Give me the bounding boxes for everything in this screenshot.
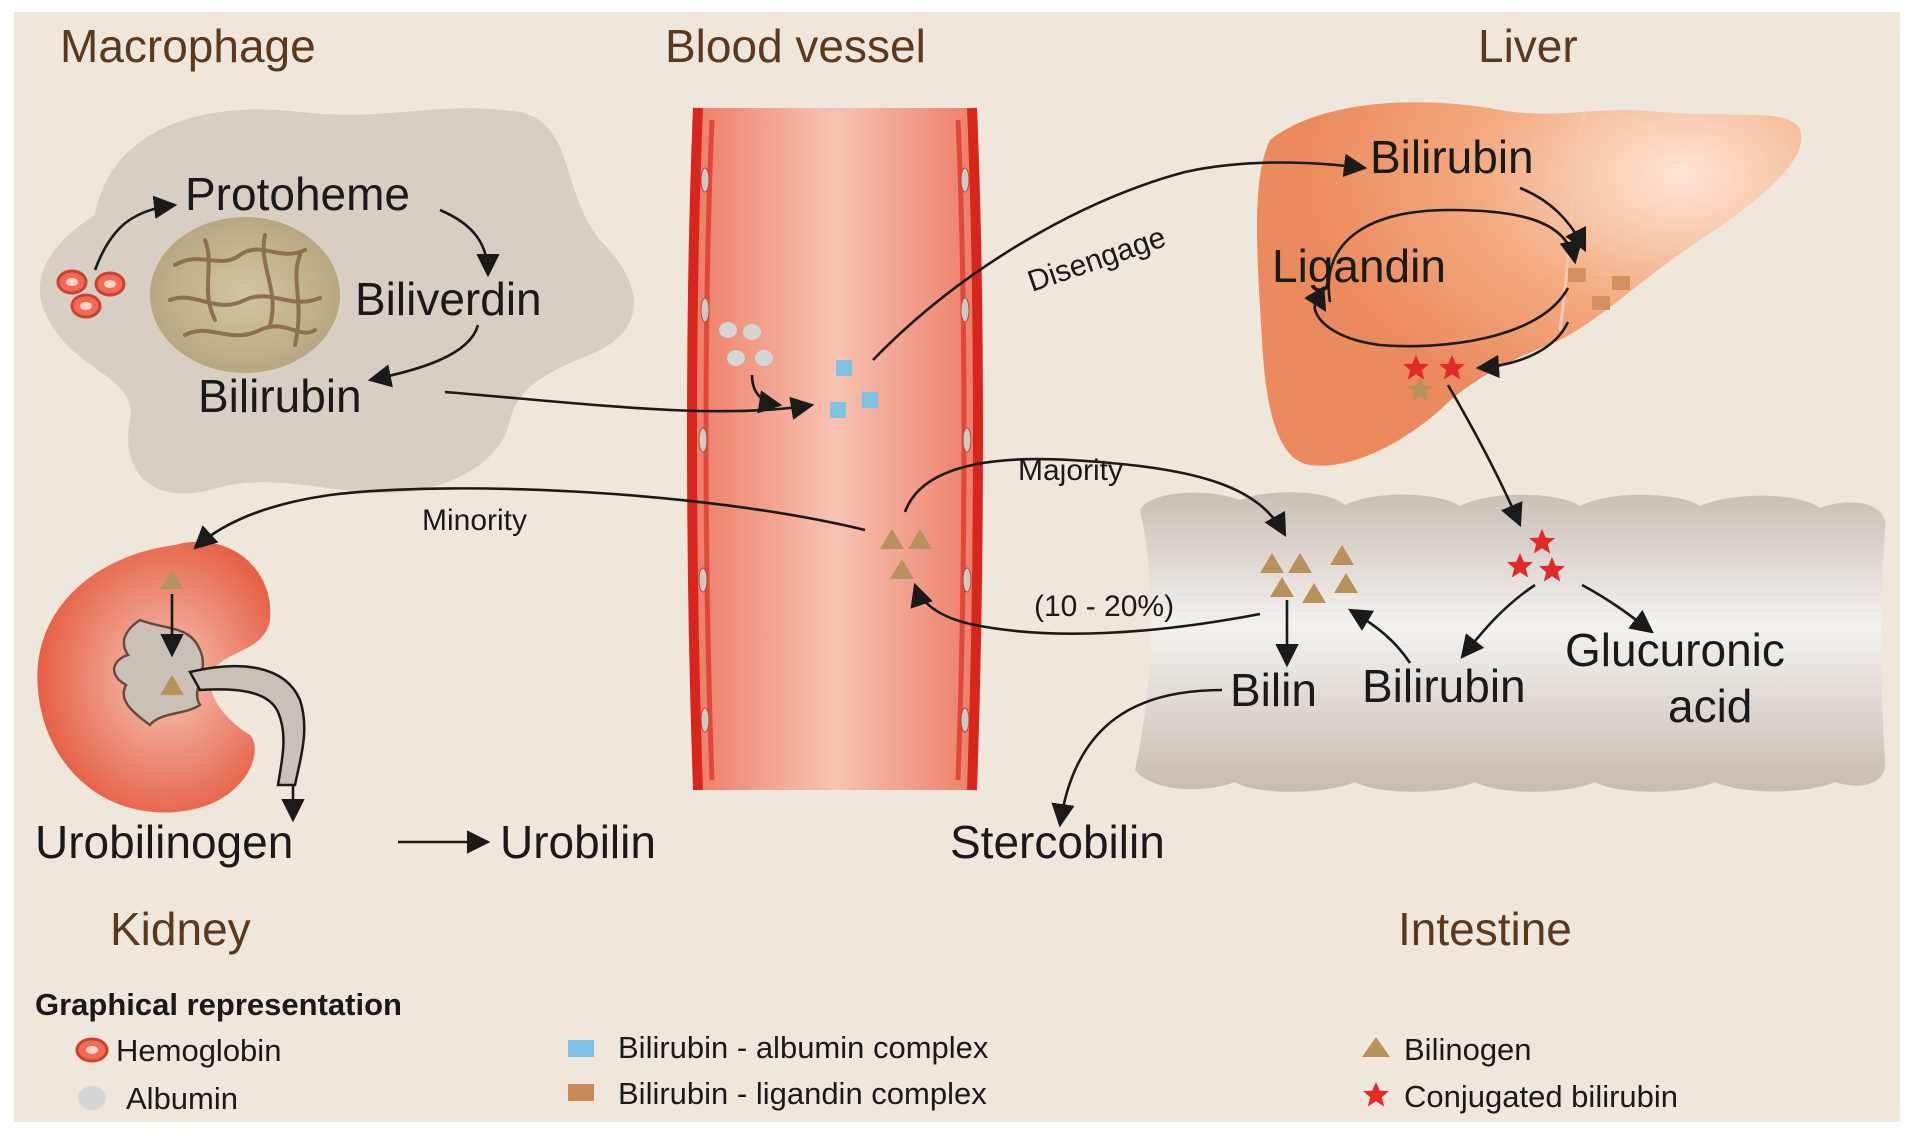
label-percent: (10 - 20%) — [1034, 590, 1174, 623]
albumin-cluster — [719, 322, 773, 366]
legend-bilinogen: Bilinogen — [1404, 1032, 1532, 1067]
legend-heading: Graphical representation — [35, 987, 402, 1022]
label-protoheme: Protoheme — [185, 168, 410, 220]
legend-albumin-complex: Bilirubin - albumin complex — [618, 1030, 989, 1065]
label-ligandin: Ligandin — [1272, 240, 1446, 292]
intestine-organ — [1135, 492, 1886, 792]
label-urobilinogen: Urobilinogen — [35, 816, 293, 868]
label-urobilin: Urobilin — [500, 816, 656, 868]
title-blood-vessel: Blood vessel — [665, 20, 926, 72]
nucleus-chromatin — [168, 233, 322, 347]
ligandin-complex-cluster — [1568, 268, 1630, 310]
label-acid: acid — [1668, 680, 1752, 732]
label-macrophage-bilirubin: Bilirubin — [198, 370, 362, 422]
legend-hemoglobin-symbol — [75, 1037, 109, 1063]
legend-conjugated: Conjugated bilirubin — [1404, 1079, 1678, 1114]
legend-hemoglobin: Hemoglobin — [116, 1033, 281, 1068]
legend-albumin: Albumin — [126, 1081, 238, 1116]
macrophage-cell — [39, 108, 634, 494]
albumin-complex-cluster — [830, 360, 878, 418]
flow-arrows — [93, 153, 1654, 854]
title-liver: Liver — [1478, 20, 1578, 72]
label-intestine-bilirubin: Bilirubin — [1362, 660, 1526, 712]
blood-vessel — [687, 107, 983, 791]
label-minority: Minority — [422, 504, 527, 537]
title-kidney: Kidney — [110, 903, 251, 955]
label-stercobilin: Stercobilin — [950, 816, 1165, 868]
title-intestine: Intestine — [1398, 903, 1572, 955]
label-glucuronic: Glucuronic — [1565, 624, 1785, 676]
label-bilin: Bilin — [1230, 664, 1317, 716]
legend-bilinogen-symbol — [1362, 1037, 1390, 1057]
legend: Graphical representation Hemoglobin Albu… — [35, 987, 1678, 1116]
legend-albumin-complex-symbol — [568, 1040, 594, 1057]
legend-ligandin-complex-symbol — [568, 1084, 594, 1101]
label-majority: Majority — [1018, 454, 1123, 487]
label-biliverdin: Biliverdin — [355, 273, 542, 325]
label-liver-bilirubin: Bilirubin — [1370, 131, 1534, 183]
legend-albumin-symbol — [78, 1086, 106, 1110]
macrophage-nucleus — [150, 217, 340, 373]
legend-ligandin-complex: Bilirubin - ligandin complex — [618, 1076, 987, 1111]
title-macrophage: Macrophage — [60, 20, 316, 72]
